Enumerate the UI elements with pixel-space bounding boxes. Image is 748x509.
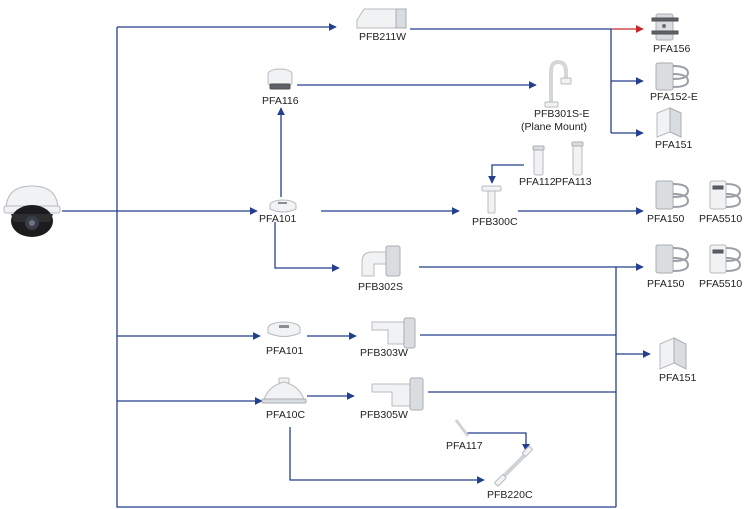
pfa117-image: [454, 419, 470, 437]
pfa150-a-image: [655, 180, 690, 210]
pfb211w-image: [356, 8, 407, 29]
label-pfa112: PFA112: [519, 176, 556, 188]
label-pfa152e: PFA152-E: [650, 91, 698, 103]
label-pfa5510-a: PFA5510: [699, 213, 742, 225]
pfa151-top-image: [656, 107, 682, 138]
pfa156-image: [651, 13, 679, 41]
pfa152e-image: [655, 62, 690, 91]
dome-camera-image: [3, 185, 61, 237]
connector-trunk-left: [116, 27, 616, 508]
pfa112-image: [532, 145, 545, 176]
pfa101-main-image: [269, 199, 297, 213]
label-pfa10c: PFA10C: [266, 409, 306, 421]
label-pfb300c: PFB300C: [472, 216, 518, 228]
pfb302s-image: [361, 245, 401, 277]
label-pfa113: PFA113: [555, 176, 592, 188]
label-pfb301se-note: (Plane Mount): [521, 121, 587, 133]
label-pfa151-top: PFA151: [655, 139, 693, 151]
label-pfa150-b: PFA150: [647, 278, 685, 290]
pfb305w-image: [371, 377, 424, 411]
pfa5510-b-image: [709, 244, 742, 274]
pfa116-image: [267, 68, 293, 90]
label-pfa156: PFA156: [653, 43, 691, 55]
connector-pfa10c-to-pfb220c: [289, 427, 485, 484]
pfb220c-image: [494, 445, 533, 487]
label-pfa116: PFA116: [262, 95, 299, 107]
pfa150-b-image: [655, 244, 690, 274]
connector-pfa101-to-pfb302s: [274, 222, 340, 272]
pfb303w-image: [371, 317, 416, 349]
pfa101-second-image: [267, 321, 301, 337]
label-pfb303w: PFB303W: [360, 347, 408, 359]
product-labels: PFB211W PFA156 PFA116 PFB301S-E (Plane M…: [259, 31, 742, 501]
label-pfb305w: PFB305W: [360, 409, 408, 421]
label-pfb301se-model: PFB301S-E: [534, 108, 589, 120]
pfa10c-image: [261, 377, 307, 404]
label-pfb211w: PFB211W: [359, 31, 406, 43]
connector-lines: [62, 23, 651, 508]
pfa151-bottom-image: [659, 337, 687, 370]
label-pfa5510-b: PFA5510: [699, 278, 742, 290]
connector-pfa117-to-pfb220c: [466, 432, 530, 452]
label-pfa101-second: PFA101: [266, 345, 304, 357]
label-pfa101-main: PFA101: [259, 213, 297, 225]
label-pfb220c: PFB220C: [487, 489, 533, 501]
label-pfa151-bottom: PFA151: [659, 372, 697, 384]
label-pfa117: PFA117: [446, 440, 483, 452]
pfa113-image: [571, 141, 584, 176]
pfb300c-image: [481, 185, 502, 214]
pfa5510-a-image: [709, 180, 742, 210]
label-pfa150-a: PFA150: [647, 213, 685, 225]
label-pfb302s: PFB302S: [358, 281, 403, 293]
pfb301se-image: [544, 59, 572, 108]
connector-pfa112-to-pfb300c: [488, 164, 524, 184]
